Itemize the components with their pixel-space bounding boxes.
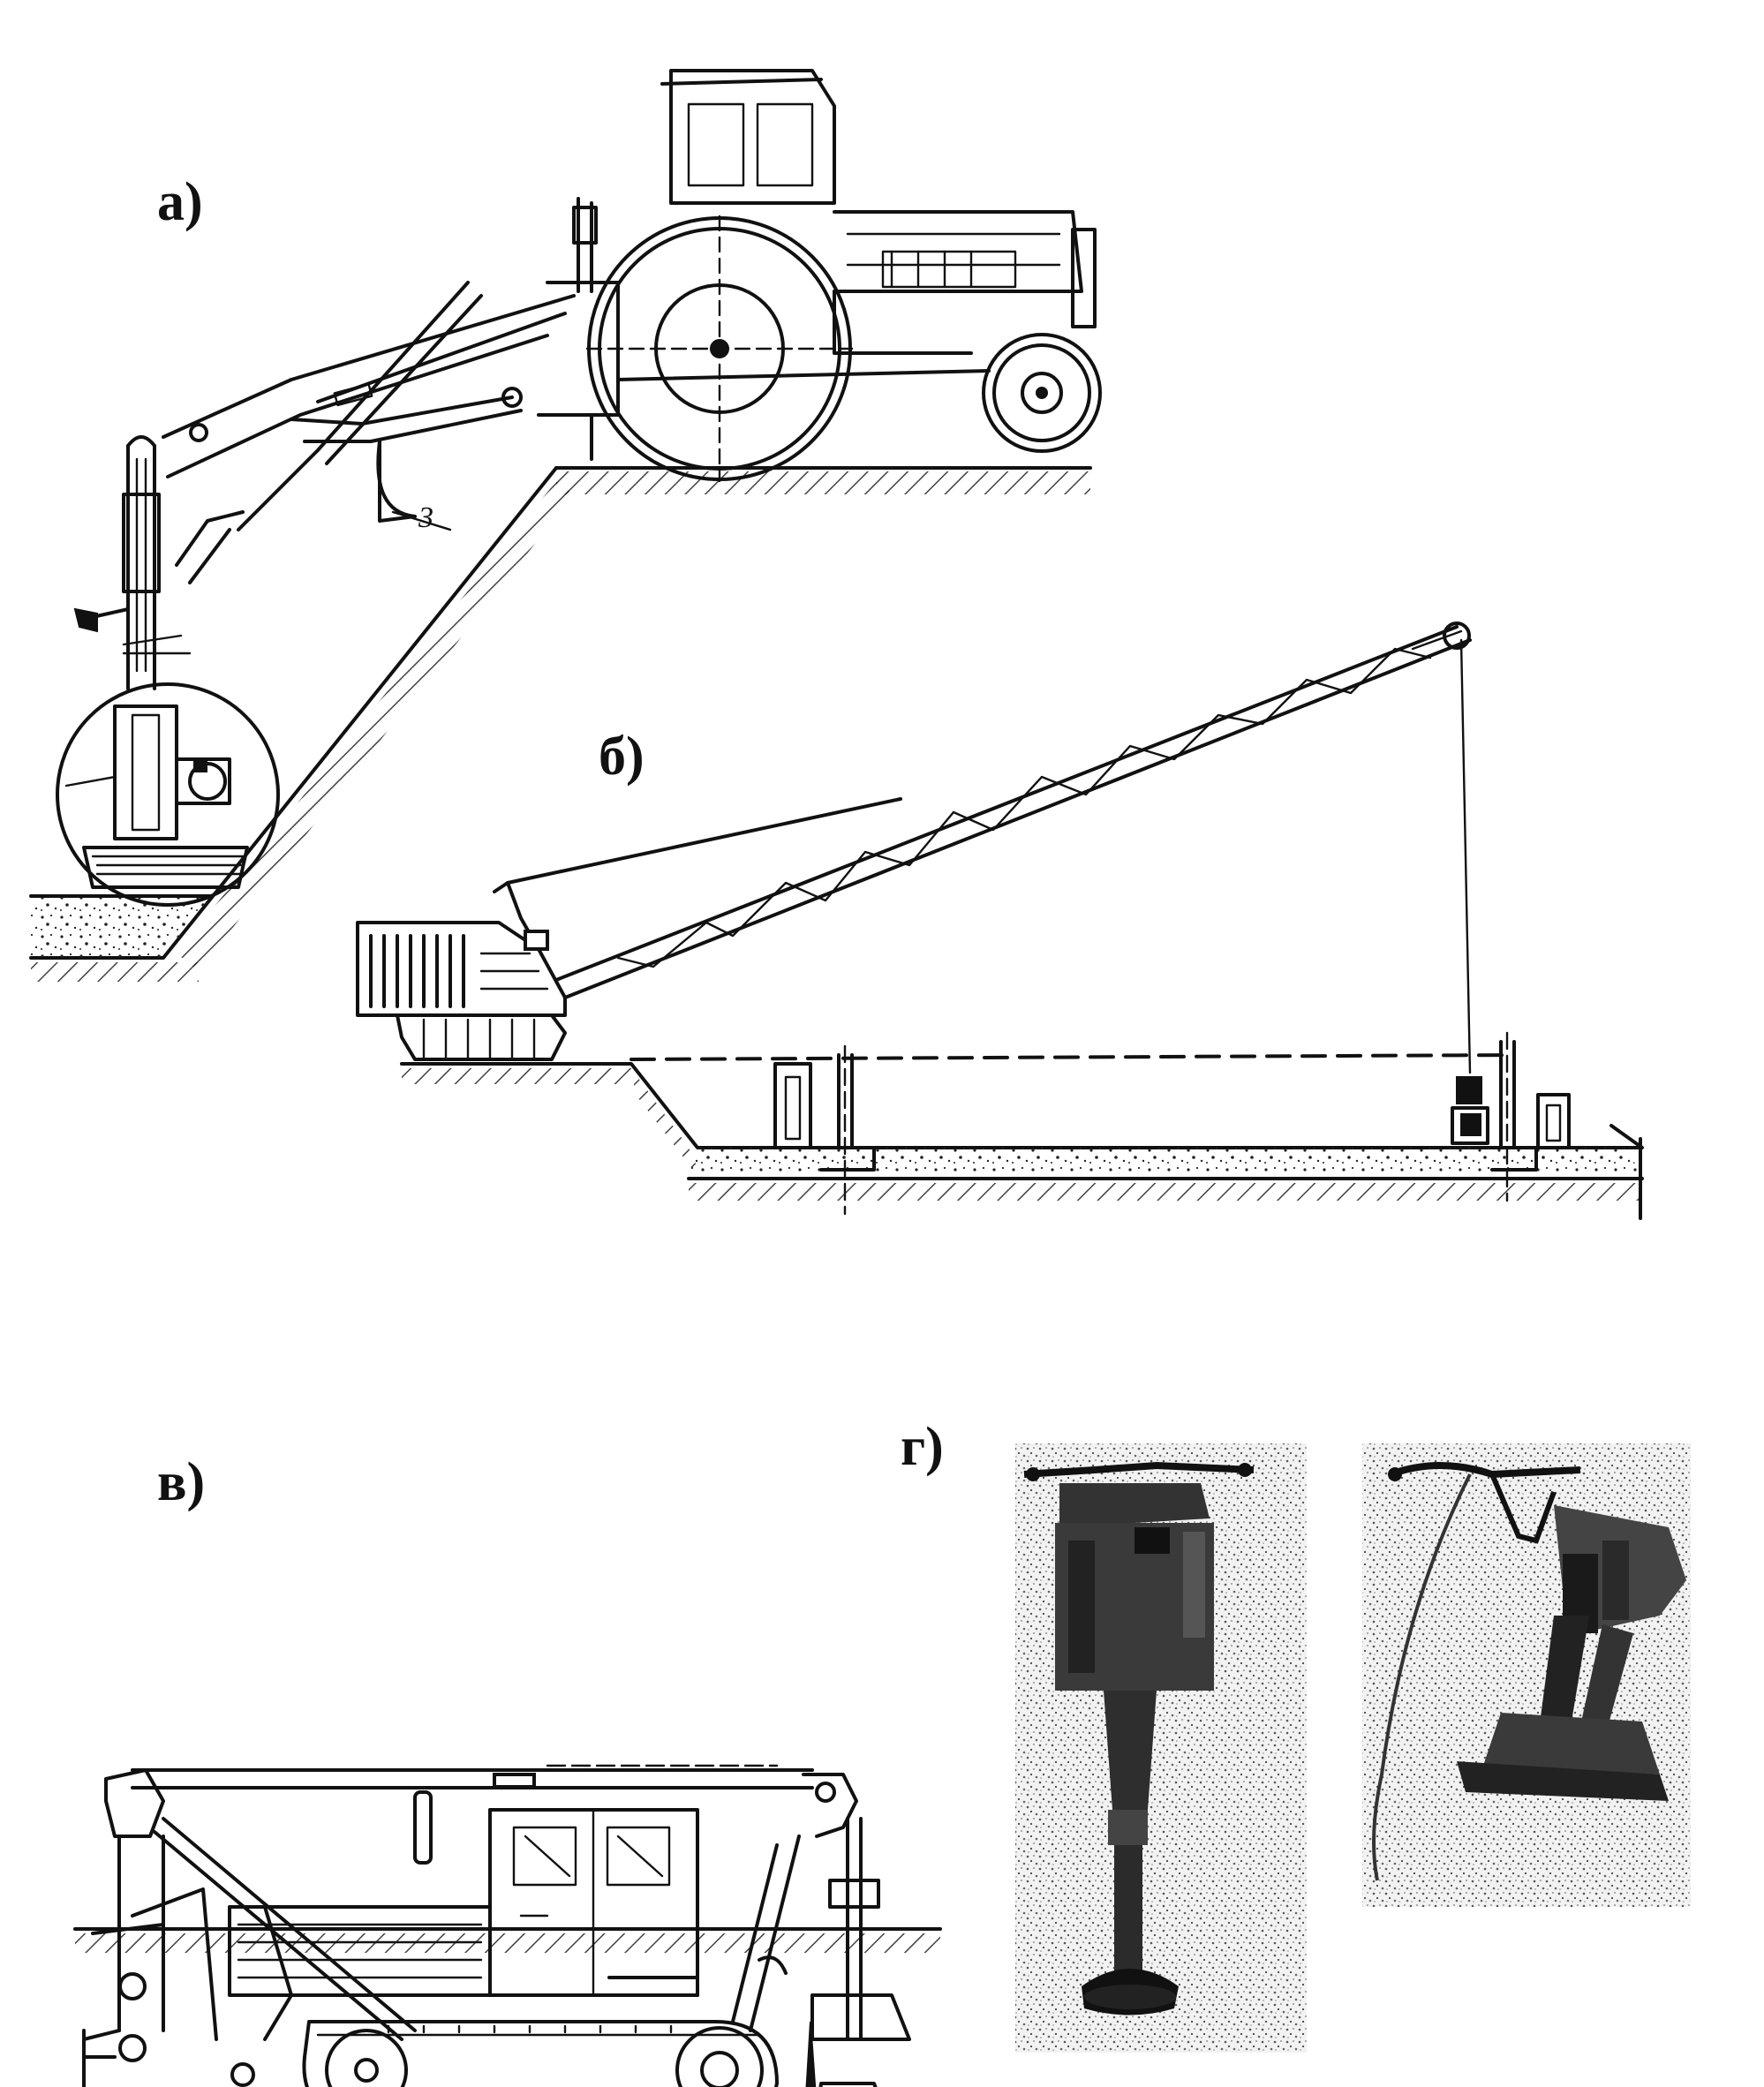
panel-a-drawing — [29, 69, 1102, 982]
tractor — [537, 69, 1102, 483]
panel-v-ground — [73, 1927, 942, 1953]
vibrating-plate-assembly — [56, 682, 280, 907]
panel-v-drawing — [73, 1764, 942, 2087]
photo-plate-compactor — [1362, 1443, 1691, 1907]
panel-b-ground — [400, 1053, 1644, 1220]
panel-label-a: а) — [157, 172, 203, 232]
callout-number-3: 3 — [418, 501, 433, 534]
panel-b-foundations — [773, 1031, 1571, 1216]
panel-g-photos — [1015, 1443, 1691, 2053]
panel-a-ground — [29, 466, 1092, 982]
photo-hand-rammer — [1015, 1443, 1307, 2053]
panel-label-v: в) — [157, 1452, 206, 1512]
panel-b-drawing — [356, 622, 1644, 1220]
panel-label-b: б) — [599, 727, 645, 787]
lattice-boom — [506, 622, 1489, 1145]
crawler-crane — [356, 881, 567, 1061]
panel-label-g: г) — [901, 1417, 944, 1477]
panel-a-boom — [73, 281, 576, 690]
crawler-tractor — [82, 1768, 911, 2087]
